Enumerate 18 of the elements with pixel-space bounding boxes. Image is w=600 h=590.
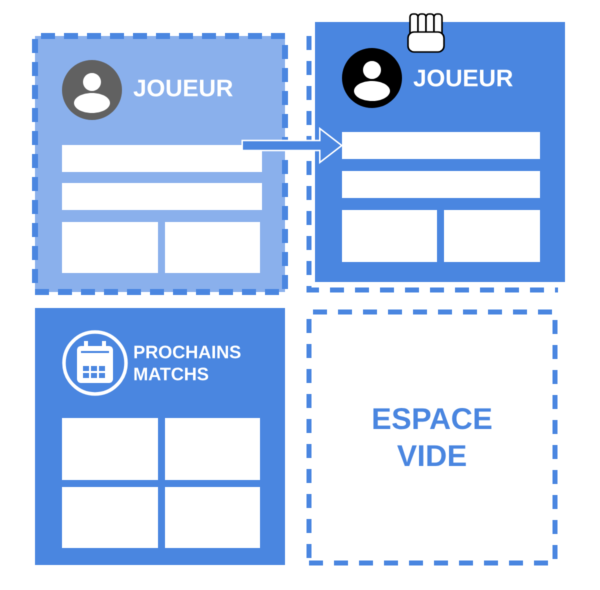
card-title: JOUEUR [414, 70, 513, 86]
placeholder-field [62, 222, 158, 273]
placeholder-field [165, 418, 260, 480]
placeholder-field [62, 418, 158, 480]
placeholder-field [165, 222, 260, 273]
empty-slot [306, 310, 558, 566]
placeholder-field [62, 487, 158, 548]
placeholder-field [62, 183, 262, 210]
placeholder-field [342, 171, 540, 198]
placeholder-field [165, 487, 260, 548]
card-title: JOUEUR [134, 80, 233, 96]
placeholder-field [342, 132, 540, 159]
placeholder-field [62, 145, 262, 172]
placeholder-field [342, 210, 437, 262]
placeholder-field [444, 210, 540, 262]
arrow [241, 126, 344, 164]
card-title: ESPACE VIDE [373, 408, 492, 466]
card-title: PROCHAINS MATCHS [134, 346, 240, 380]
